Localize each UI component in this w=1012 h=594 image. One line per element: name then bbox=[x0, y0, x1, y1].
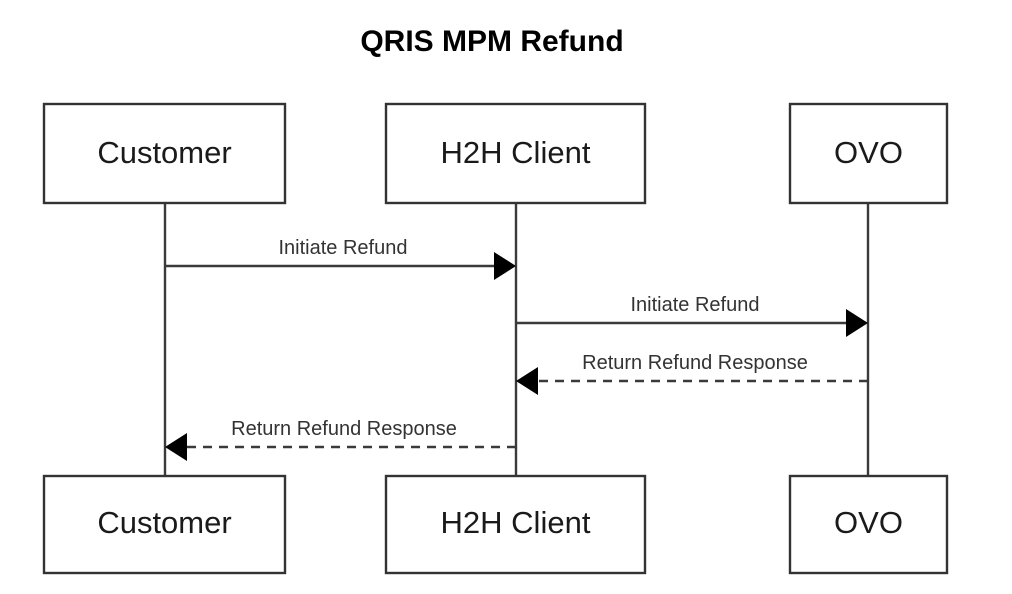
page-title: QRIS MPM Refund bbox=[360, 25, 623, 58]
message-3-arrowhead-icon bbox=[516, 367, 538, 395]
actor-box-customer bbox=[42, 102, 287, 205]
actor-box-ovo bbox=[788, 102, 949, 205]
message-2-arrowhead-icon bbox=[846, 309, 868, 337]
actor-header-ovo[interactable]: OVO bbox=[788, 102, 949, 205]
message-1-initiate-refund[interactable]: Initiate Refund bbox=[165, 237, 516, 280]
actor-box-customer-bottom bbox=[42, 474, 287, 575]
message-1-arrowhead-icon bbox=[494, 252, 516, 280]
message-2-label: Initiate Refund bbox=[631, 294, 760, 316]
actor-label-ovo-bottom: OVO bbox=[834, 505, 903, 540]
actor-label-customer: Customer bbox=[97, 135, 231, 170]
message-3-label: Return Refund Response bbox=[582, 352, 808, 374]
actor-label-h2h-client: H2H Client bbox=[441, 135, 591, 170]
actor-box-h2h-client-bottom bbox=[384, 474, 647, 575]
actor-footer-ovo[interactable]: OVO bbox=[788, 474, 949, 575]
actor-header-customer[interactable]: Customer bbox=[42, 102, 287, 205]
message-1-label: Initiate Refund bbox=[279, 237, 408, 259]
actor-label-customer-bottom: Customer bbox=[97, 505, 231, 540]
actor-header-h2h-client[interactable]: H2H Client bbox=[384, 102, 647, 205]
message-2-initiate-refund[interactable]: Initiate Refund bbox=[516, 294, 868, 337]
message-4-arrowhead-icon bbox=[165, 433, 187, 461]
message-4-label: Return Refund Response bbox=[231, 418, 457, 440]
actor-footer-customer[interactable]: Customer bbox=[42, 474, 287, 575]
actor-footer-h2h-client[interactable]: H2H Client bbox=[384, 474, 647, 575]
actor-label-h2h-client-bottom: H2H Client bbox=[441, 505, 591, 540]
actor-box-ovo-bottom bbox=[788, 474, 949, 575]
message-4-return-refund-response[interactable]: Return Refund Response bbox=[165, 418, 516, 461]
message-3-return-refund-response[interactable]: Return Refund Response bbox=[516, 352, 868, 395]
actor-label-ovo: OVO bbox=[834, 135, 903, 170]
actor-box-h2h-client bbox=[384, 102, 647, 205]
